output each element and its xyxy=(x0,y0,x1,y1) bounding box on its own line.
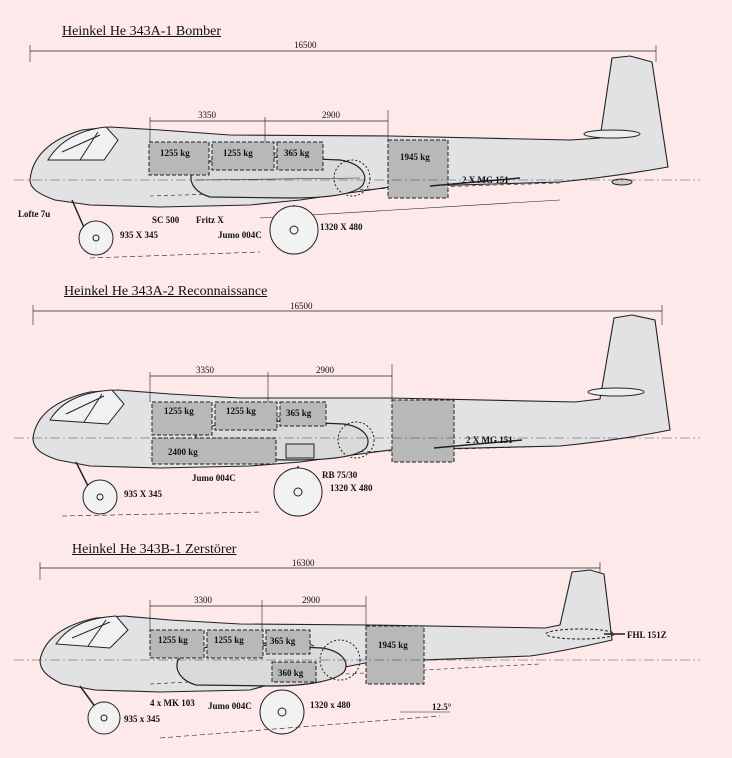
a2-length: 16500 xyxy=(290,301,313,311)
b1-label-mainwheel: 1320 x 480 xyxy=(310,700,351,710)
a1-label-nosewheel: 935 X 345 xyxy=(120,230,158,240)
a1-box-3: 365 kg xyxy=(284,148,310,158)
drawing-a2 xyxy=(14,305,700,517)
b1-label-angle: 12.5° xyxy=(432,702,452,712)
a1-label-gun: 2 X MG 151 xyxy=(462,175,509,185)
a1-length: 16500 xyxy=(294,40,317,50)
a2-label-rb: RB 75/30 xyxy=(322,470,358,480)
a1-label-lofte: Lofte 7u xyxy=(18,209,50,219)
b1-length: 16300 xyxy=(292,558,315,568)
drawing-a1 xyxy=(14,45,700,259)
a2-label-gun: 2 X MG 151 xyxy=(466,435,513,445)
a1-label-jumo: Jumo 004C xyxy=(218,230,262,240)
a2-dim-b: 2900 xyxy=(316,365,335,375)
a1-box-2: 1255 kg xyxy=(223,148,253,158)
a2-label-mainwheel: 1320 X 480 xyxy=(330,483,373,493)
b1-label-mk103: 4 x MK 103 xyxy=(150,698,195,708)
a2-dim-a: 3350 xyxy=(196,365,215,375)
b1-dim-b: 2900 xyxy=(302,595,321,605)
title-a1-bomber: Heinkel He 343A-1 Bomber xyxy=(62,24,222,39)
a1-box-4: 1945 kg xyxy=(400,152,430,162)
b1-box-4: 360 kg xyxy=(278,668,304,678)
b1-label-nosewheel: 935 x 345 xyxy=(124,714,161,724)
b1-box-1: 1255 kg xyxy=(158,635,188,645)
a1-label-fritzx: Fritz X xyxy=(196,215,224,225)
b1-box-2: 1255 kg xyxy=(214,635,244,645)
drawing-b1 xyxy=(14,562,700,739)
a1-dim-b: 2900 xyxy=(322,110,341,120)
b1-box-3: 365 kg xyxy=(270,636,296,646)
b1-box-5: 1945 kg xyxy=(378,640,408,650)
title-b1-zerstorer: Heinkel He 343B-1 Zerstörer xyxy=(72,542,237,557)
a2-label-nosewheel: 935 X 345 xyxy=(124,489,162,499)
a2-label-jumo: Jumo 004C xyxy=(192,473,236,483)
a1-box-1: 1255 kg xyxy=(160,148,190,158)
b1-label-gun: FHL 151Z xyxy=(627,630,667,640)
a2-box-2: 1255 kg xyxy=(226,406,256,416)
b1-label-jumo: Jumo 004C xyxy=(208,701,252,711)
a1-dim-a: 3350 xyxy=(198,110,217,120)
title-a2-reconnaissance: Heinkel He 343A-2 Reconnaissance xyxy=(64,284,268,299)
a2-box-1: 1255 kg xyxy=(164,406,194,416)
a2-box-3: 365 kg xyxy=(286,408,312,418)
a2-box-4: 2400 kg xyxy=(168,447,198,457)
a1-label-sc500: SC 500 xyxy=(152,215,180,225)
b1-dim-a: 3300 xyxy=(194,595,213,605)
a1-label-mainwheel: 1320 X 480 xyxy=(320,222,363,232)
